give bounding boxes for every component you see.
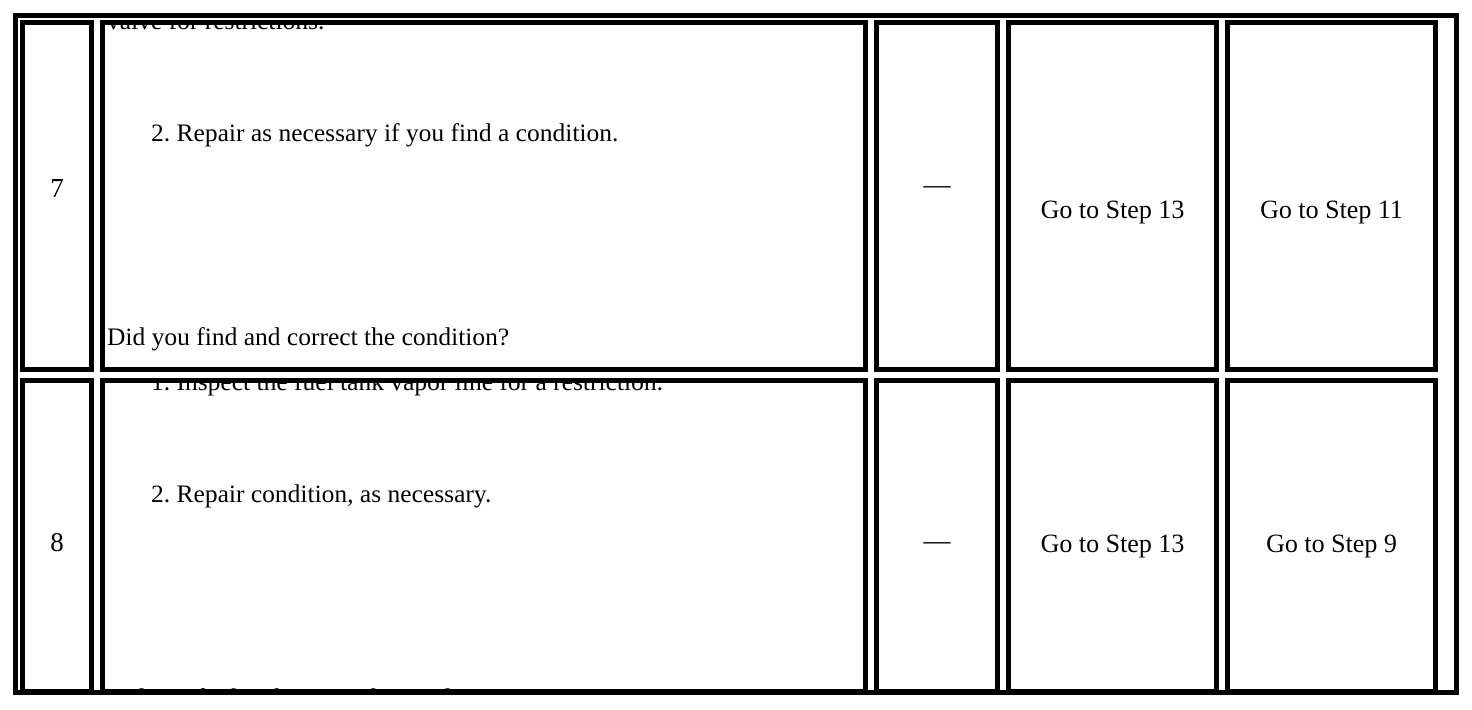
- action-question: Did you find and correct the condition?: [107, 322, 510, 352]
- action-text-block: 1. Inspect the EVAP vent line from the c…: [105, 20, 863, 367]
- diagnostic-table: 7 1. Inspect the EVAP vent line from the…: [13, 13, 1459, 695]
- table-row: 8 1. Inspect the fuel tank vapor line fo…: [20, 378, 1452, 694]
- action-text-block: 1. Inspect the fuel tank vapor line for …: [105, 378, 863, 689]
- action-line-1: 1. Inspect the EVAP vent line from the c…: [107, 20, 325, 35]
- yes-branch-cell: Go to Step 13: [1006, 378, 1219, 694]
- action-spacer: [107, 225, 861, 243]
- action-spacer: [107, 587, 861, 605]
- yes-branch-label: Go to Step 13: [1040, 195, 1185, 224]
- action-line-1: 1. Inspect the fuel tank vapor line for …: [151, 378, 663, 397]
- no-branch-label: Go to Step 11: [1260, 195, 1403, 224]
- action-cell: 1. Inspect the fuel tank vapor line for …: [100, 378, 868, 694]
- value-cell: —: [874, 20, 1000, 372]
- step-number-cell: 7: [20, 20, 94, 372]
- action-line-2: 2. Repair as necessary if you find a con…: [151, 117, 619, 147]
- action-line-2: 2. Repair condition, as necessary.: [151, 479, 492, 508]
- table-body: 7 1. Inspect the EVAP vent line from the…: [20, 20, 1452, 694]
- no-branch-cell: Go to Step 11: [1225, 20, 1438, 372]
- yes-branch-cell: Go to Step 13: [1006, 20, 1219, 372]
- step-number-cell: 8: [20, 378, 94, 694]
- step-number-label: 8: [50, 526, 64, 557]
- action-question: Did you find and correct the condition?: [107, 679, 861, 689]
- no-branch-cell: Go to Step 9: [1225, 378, 1438, 694]
- value-cell: —: [874, 378, 1000, 694]
- value-dash-label: —: [923, 168, 951, 199]
- no-branch-label: Go to Step 9: [1266, 529, 1397, 558]
- table-row: 7 1. Inspect the EVAP vent line from the…: [20, 20, 1452, 372]
- step-number-label: 7: [50, 172, 64, 203]
- yes-branch-label: Go to Step 13: [1040, 529, 1185, 558]
- value-dash-label: —: [923, 524, 951, 555]
- action-cell: 1. Inspect the EVAP vent line from the c…: [100, 20, 868, 372]
